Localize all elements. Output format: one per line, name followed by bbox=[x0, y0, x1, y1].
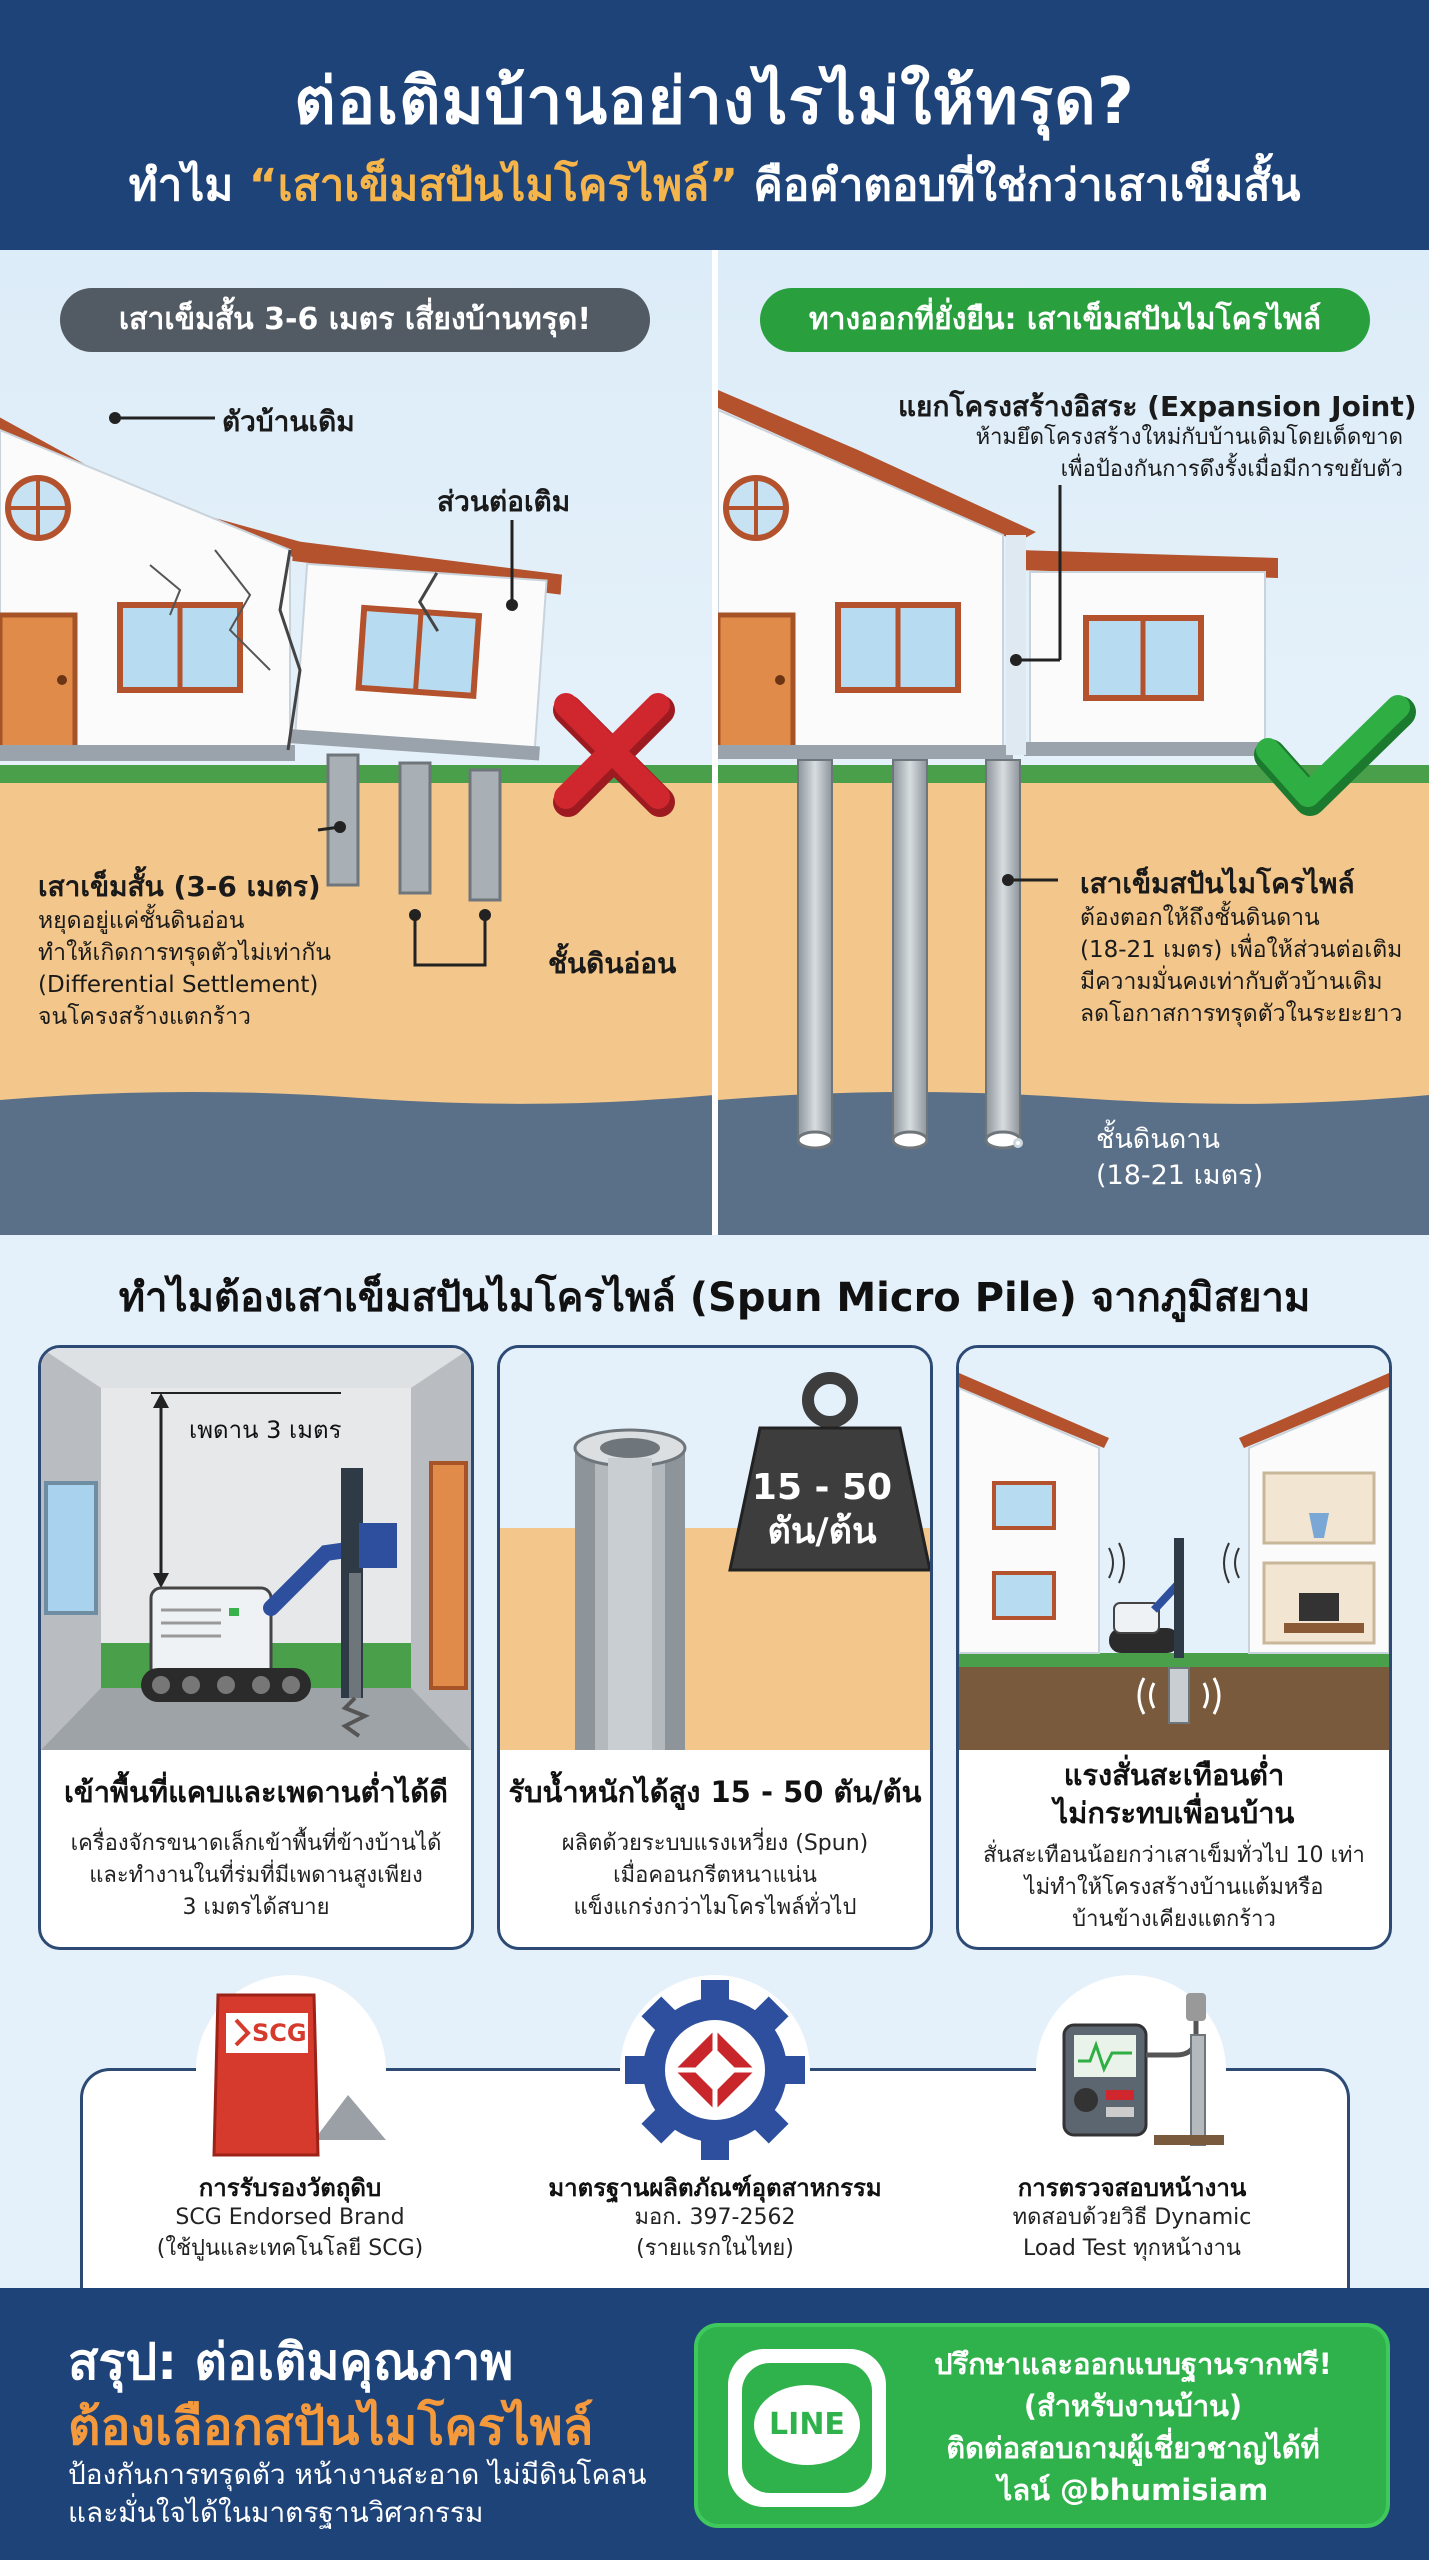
short-pile-panel: เสาเข็มสั้น 3-6 เมตร เสี่ยงบ้านทรุด! ตัว… bbox=[0, 250, 714, 1235]
subtitle-post: คือคำตอบที่ใช่กว่าเสาเข็มสั้น bbox=[738, 160, 1301, 211]
cert-title-tis: มาตรฐานผลิตภัณฑ์อุตสาหกรรม bbox=[548, 2174, 882, 2202]
spun-pile-solution-pill: ทางออกที่ยั่งยืน: เสาเข็มสปันไมโครไพล์ bbox=[760, 288, 1370, 352]
card-title: รับน้ำหนักได้สูง 15 - 50 ตัน/ต้น bbox=[508, 1775, 922, 1809]
soft-soil-label: ชั้นดินอ่อน bbox=[548, 947, 677, 980]
benefits-section-title: ทำไมต้องเสาเข็มสปันไมโครไพล์ (Spun Micro… bbox=[118, 1275, 1311, 1321]
hard-soil-label: ชั้นดินดาน(18-21 เมตร) bbox=[1096, 1124, 1264, 1191]
line-logo-icon: LINE bbox=[728, 2349, 886, 2507]
footer-banner: สรุป: ต่อเติมคุณภาพ ต้องเลือกสปันไมโครไพ… bbox=[0, 2288, 1429, 2560]
pile-weight-illustration bbox=[500, 1348, 930, 1750]
short-pile-warning-pill: เสาเข็มสั้น 3-6 เมตร เสี่ยงบ้านทรุด! bbox=[60, 288, 650, 352]
spun-pile-title: เสาเข็มสปันไมโครไพล์ bbox=[1080, 867, 1355, 900]
spun-pile-panel: ทางออกที่ยั่งยืน: เสาเข็มสปันไมโครไพล์ แ… bbox=[718, 250, 1429, 1235]
check-mark-icon bbox=[1254, 695, 1416, 816]
header-banner: ต่อเติมบ้านอย่างไรไม่ให้ทรุด? ทำไม “เสาเ… bbox=[0, 0, 1429, 250]
cert-desc-tis: มอก. 397-2562(รายแรกในไทย) bbox=[634, 2205, 796, 2261]
old-house-label: ตัวบ้านเดิม bbox=[222, 405, 355, 438]
cert-title-load-test: การตรวจสอบหน้างาน bbox=[1017, 2174, 1247, 2202]
short-pile-illustration bbox=[0, 250, 714, 1235]
extension-label: ส่วนต่อเติม bbox=[437, 485, 571, 518]
expansion-joint-description: ห้ามยึดโครงสร้างใหม่กับบ้านเดิมโดยเด็ดขา… bbox=[975, 425, 1403, 482]
short-pile-title: เสาเข็มสั้น (3-6 เมตร) bbox=[38, 870, 321, 903]
subtitle-highlight: “เสาเข็มสปันไมโครไพล์” bbox=[248, 160, 739, 211]
x-mark-icon bbox=[553, 693, 675, 817]
load-test-meter-icon bbox=[1036, 1975, 1226, 2165]
low-ceiling-rig-illustration bbox=[41, 1348, 471, 1750]
cert-desc-scg: SCG Endorsed Brand(ใช้ปูนและเทคโนโลยี SC… bbox=[156, 2205, 424, 2261]
summary-description: ป้องกันการทรุดตัว หน้างานสะอาด ไม่มีดินโ… bbox=[68, 2458, 647, 2529]
cert-title-scg: การรับรองวัตถุดิบ bbox=[198, 2174, 382, 2202]
card-description: ผลิตด้วยระบบแรงเหวี่ยง (Spun)เมื่อคอนกรี… bbox=[561, 1831, 869, 1920]
tis-gear-icon bbox=[620, 1975, 810, 2165]
benefit-card-low-vibration: แรงสั่นสะเทือนต่ำไม่กระทบเพื่อนบ้าน สั่น… bbox=[956, 1345, 1392, 1950]
benefit-card-narrow-space: เพดาน 3 เมตร เข้าพื้นที่แคบและเพดานต่ำได… bbox=[38, 1345, 474, 1950]
short-pile-description: หยุดอยู่แค่ชั้นดินอ่อนทำให้เกิดการทรุดตั… bbox=[38, 908, 332, 1030]
line-logo-text: LINE bbox=[754, 2385, 860, 2465]
subtitle-pre: ทำไม bbox=[128, 160, 249, 211]
card-title: แรงสั่นสะเทือนต่ำไม่กระทบเพื่อนบ้าน bbox=[1053, 1758, 1295, 1830]
low-vibration-illustration bbox=[959, 1348, 1389, 1750]
expansion-joint-title: แยกโครงสร้างอิสระ (Expansion Joint) bbox=[898, 390, 1417, 423]
cement-bag-icon: SCG bbox=[196, 1975, 386, 2165]
page-title: ต่อเติมบ้านอย่างไรไม่ให้ทรุด? bbox=[294, 65, 1135, 139]
page-subtitle: ทำไม “เสาเข็มสปันไมโครไพล์” คือคำตอบที่ใ… bbox=[0, 150, 1429, 220]
panel-divider bbox=[712, 250, 718, 1235]
scg-badge: SCG bbox=[252, 2019, 307, 2047]
spun-pile-illustration bbox=[718, 250, 1429, 1235]
card-description: สั่นสะเทือนน้อยกว่าเสาเข็มทั่วไป 10 เท่า… bbox=[983, 1843, 1365, 1932]
spun-pile-description: ต้องตอกให้ถึงชั้นดินดาน(18-21 เมตร) เพื่… bbox=[1080, 905, 1403, 1027]
cta-text: ปรึกษาและออกแบบฐานรากฟรี!(สำหรับงานบ้าน)… bbox=[934, 2347, 1332, 2507]
summary-line-1: สรุป: ต่อเติมคุณภาพ bbox=[68, 2333, 514, 2391]
card-title: เข้าพื้นที่แคบและเพดานต่ำได้ดี bbox=[64, 1775, 448, 1809]
ceiling-height-label: เพดาน 3 เมตร bbox=[189, 1416, 342, 1444]
card-description: เครื่องจักรขนาดเล็กเข้าพื้นที่ข้างบ้านได… bbox=[70, 1831, 442, 1920]
line-contact-button[interactable]: LINE ปรึกษาและออกแบบฐานรากฟรี!(สำหรับงาน… bbox=[694, 2323, 1390, 2528]
summary-line-2: ต้องเลือกสปันไมโครไพล์ bbox=[68, 2398, 594, 2456]
